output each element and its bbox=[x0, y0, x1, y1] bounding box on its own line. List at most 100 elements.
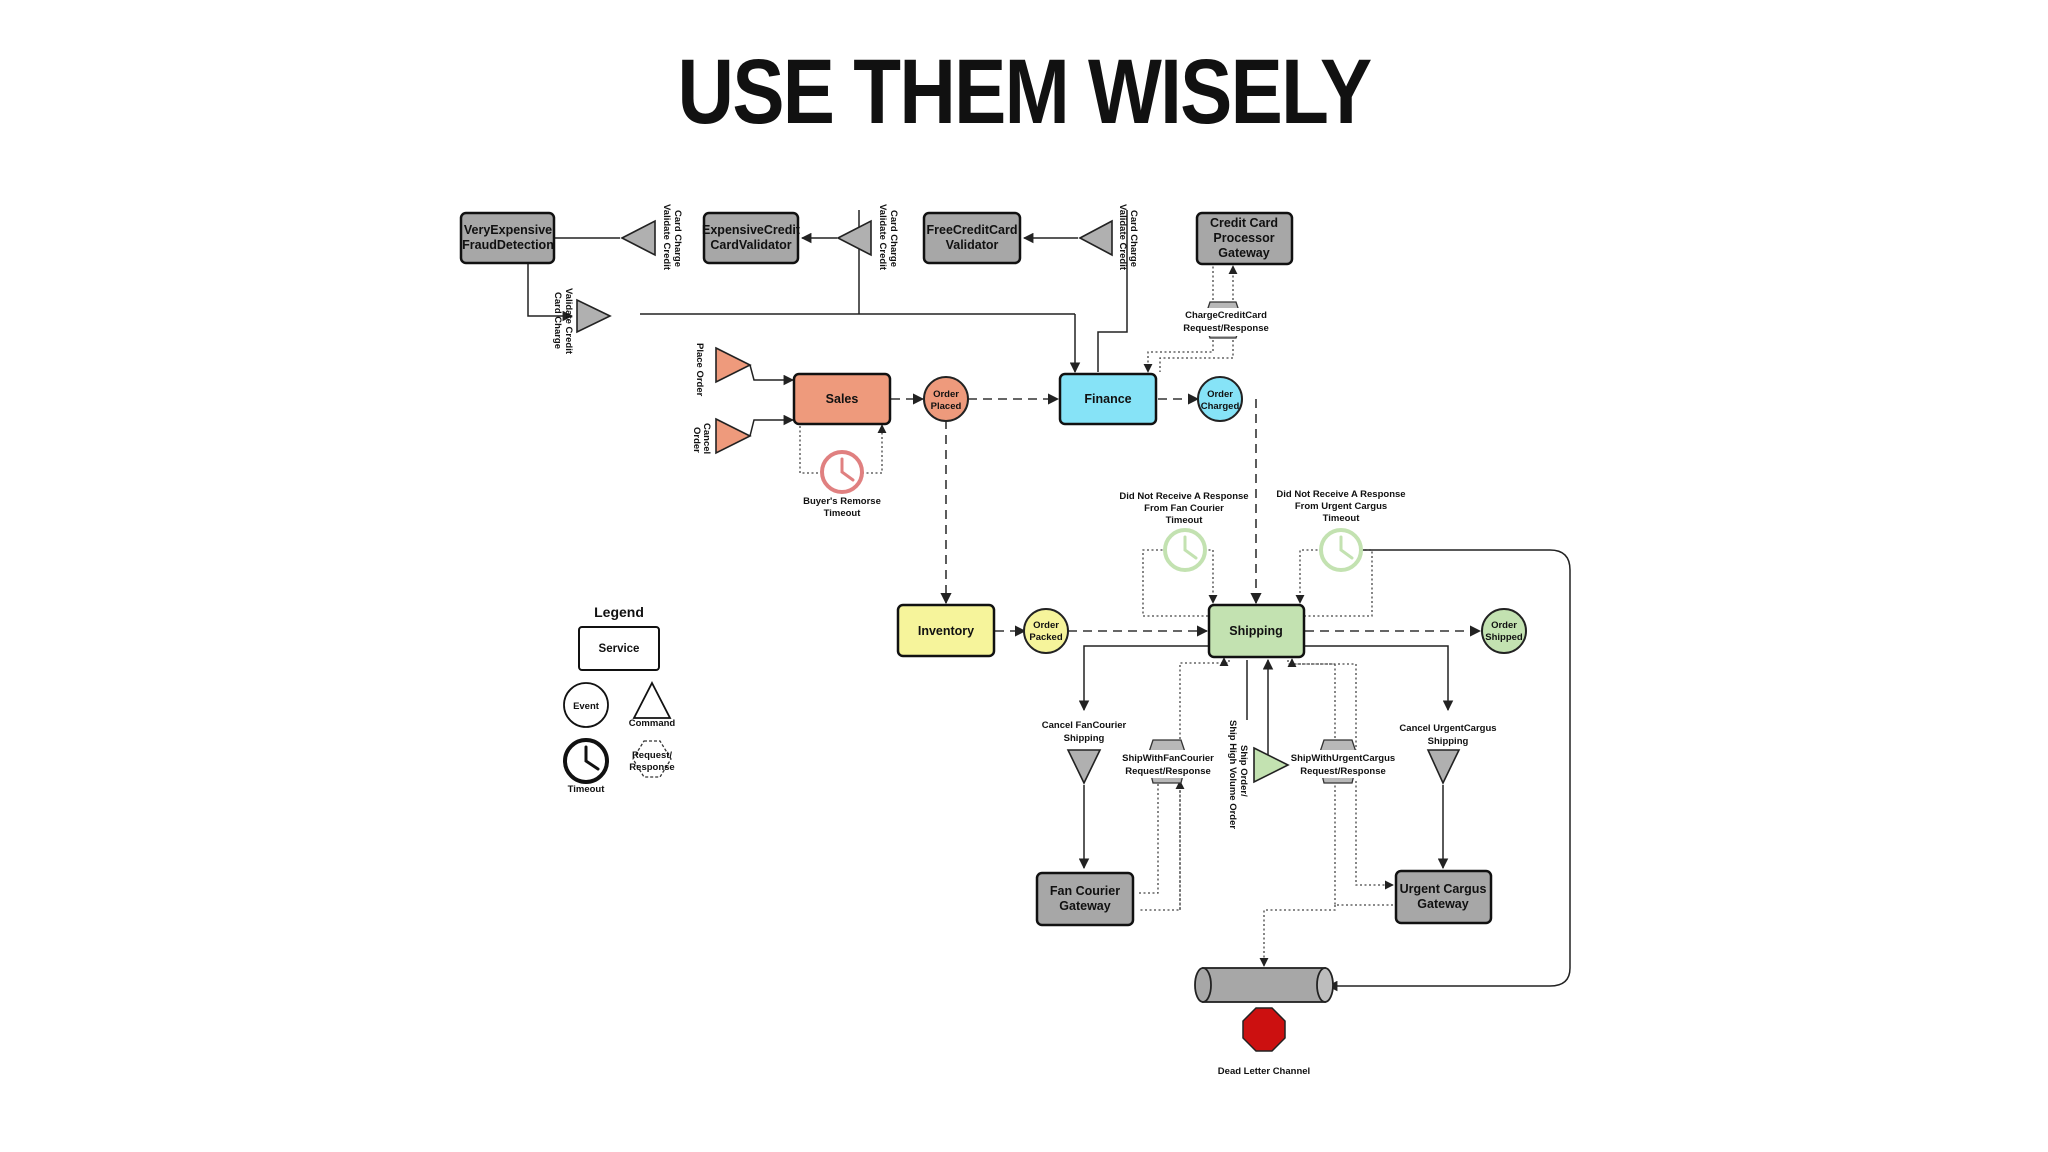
service-finance: Finance bbox=[1058, 372, 1158, 426]
svg-text:Legend: Legend bbox=[594, 604, 644, 620]
request-response-ship-fan-courier: ShipWithFanCourier Request/Response bbox=[1122, 739, 1214, 784]
svg-text:Shipping: Shipping bbox=[1064, 733, 1105, 744]
svg-text:Gateway: Gateway bbox=[1059, 899, 1110, 913]
svg-text:ShipWithFanCourier: ShipWithFanCourier bbox=[1122, 753, 1214, 764]
command-cancel-urgent-cargus-shipping: Cancel UrgentCargus Shipping bbox=[1399, 723, 1497, 785]
svg-text:Processor: Processor bbox=[1213, 231, 1274, 245]
svg-text:ExpensiveCredit: ExpensiveCredit bbox=[702, 223, 801, 237]
svg-text:Response: Response bbox=[629, 762, 674, 773]
svg-text:Request/Response: Request/Response bbox=[1300, 766, 1386, 777]
command-cancel-fan-courier-shipping: Cancel FanCourier Shipping bbox=[1042, 720, 1127, 785]
service-credit-card-processor-gateway: Credit Card Processor Gateway bbox=[1195, 211, 1294, 266]
pipe-icon bbox=[1194, 967, 1334, 1003]
svg-text:Timeout: Timeout bbox=[568, 784, 606, 795]
svg-text:Cancel: Cancel bbox=[701, 423, 712, 454]
svg-text:FreeCreditCard: FreeCreditCard bbox=[927, 223, 1018, 237]
svg-text:Buyer's Remorse: Buyer's Remorse bbox=[803, 496, 881, 507]
svg-text:Event: Event bbox=[573, 701, 600, 712]
svg-text:Order: Order bbox=[1491, 620, 1517, 631]
svg-text:Order: Order bbox=[1207, 389, 1233, 400]
svg-text:Validate Credit: Validate Credit bbox=[661, 204, 672, 271]
svg-text:Fan Courier: Fan Courier bbox=[1050, 884, 1120, 898]
request-response-charge-credit-card: ChargeCreditCard Request/Response bbox=[1183, 301, 1269, 339]
svg-text:Timeout: Timeout bbox=[1166, 515, 1204, 526]
svg-text:Timeout: Timeout bbox=[824, 508, 862, 519]
svg-text:Request/Response: Request/Response bbox=[1125, 766, 1211, 777]
svg-text:CardValidator: CardValidator bbox=[710, 238, 791, 252]
svg-text:Order: Order bbox=[933, 389, 959, 400]
svg-text:Gateway: Gateway bbox=[1417, 897, 1468, 911]
event-order-charged: Order Charged bbox=[1197, 376, 1243, 422]
svg-text:Validate Credit: Validate Credit bbox=[877, 204, 888, 271]
svg-text:Place Order: Place Order bbox=[694, 343, 705, 397]
svg-text:Did Not Receive A Response: Did Not Receive A Response bbox=[1276, 489, 1405, 500]
command-ship-order: Ship Order/ Ship High Volume Order bbox=[1227, 720, 1290, 829]
stop-sign-icon bbox=[1242, 1007, 1286, 1052]
timeout-buyers-remorse: Buyer's Remorse Timeout bbox=[803, 450, 881, 519]
slide-title: USE THEM WISELY bbox=[677, 41, 1373, 143]
svg-text:Finance: Finance bbox=[1084, 392, 1131, 406]
timeout-fan-courier: Did Not Receive A Response From Fan Cour… bbox=[1119, 491, 1249, 572]
svg-text:Charged: Charged bbox=[1201, 401, 1240, 412]
svg-text:Packed: Packed bbox=[1029, 632, 1062, 643]
service-free-credit-card-validator: FreeCreditCard Validator bbox=[922, 211, 1022, 265]
legend-command: Command bbox=[629, 681, 676, 729]
svg-text:FraudDetection: FraudDetection bbox=[462, 238, 554, 252]
legend-timeout: Timeout bbox=[563, 738, 609, 795]
svg-text:Credit Card: Credit Card bbox=[1210, 216, 1278, 230]
svg-text:Card Charge: Card Charge bbox=[1128, 210, 1139, 267]
legend-request-response: Request/ Response bbox=[629, 740, 675, 778]
svg-text:Request/: Request/ bbox=[632, 750, 672, 761]
svg-text:ShipWithUrgentCargus: ShipWithUrgentCargus bbox=[1291, 753, 1395, 764]
service-shipping: Shipping bbox=[1207, 603, 1306, 659]
event-order-placed: Order Placed bbox=[923, 376, 969, 422]
svg-text:Urgent Cargus: Urgent Cargus bbox=[1400, 882, 1487, 896]
svg-text:Shipping: Shipping bbox=[1229, 624, 1282, 638]
svg-text:From Fan Courier: From Fan Courier bbox=[1144, 503, 1224, 514]
svg-text:Dead Letter Channel: Dead Letter Channel bbox=[1218, 1066, 1310, 1077]
svg-text:Placed: Placed bbox=[931, 401, 962, 412]
legend-service: Service bbox=[578, 626, 660, 671]
svg-text:Card Charge: Card Charge bbox=[552, 292, 563, 349]
service-fan-courier-gateway: Fan Courier Gateway bbox=[1035, 871, 1135, 927]
svg-text:VeryExpensive: VeryExpensive bbox=[464, 223, 552, 237]
svg-text:Request/Response: Request/Response bbox=[1183, 323, 1269, 334]
svg-text:Order: Order bbox=[691, 427, 702, 453]
service-very-expensive-fraud-detection: VeryExpensive FraudDetection bbox=[459, 211, 556, 265]
service-sales: Sales bbox=[792, 372, 892, 426]
legend: Legend Service Event Command Timeout Req… bbox=[563, 604, 676, 795]
svg-text:Shipped: Shipped bbox=[1485, 632, 1523, 643]
svg-text:Cancel UrgentCargus: Cancel UrgentCargus bbox=[1399, 723, 1496, 734]
command-place-order: Place Order bbox=[694, 343, 752, 397]
clock-icon bbox=[1319, 528, 1363, 572]
svg-text:From Urgent Cargus: From Urgent Cargus bbox=[1295, 501, 1387, 512]
clock-icon bbox=[563, 738, 609, 784]
svg-text:Ship High Volume Order: Ship High Volume Order bbox=[1227, 720, 1238, 829]
clock-icon bbox=[1163, 528, 1207, 572]
command-validate-credit-card-charge-1: Validate Credit Card Charge bbox=[620, 204, 683, 271]
legend-event: Event bbox=[563, 682, 609, 728]
svg-text:Did Not Receive A Response: Did Not Receive A Response bbox=[1119, 491, 1248, 502]
svg-text:Card Charge: Card Charge bbox=[672, 210, 683, 267]
svg-text:Sales: Sales bbox=[826, 392, 859, 406]
command-validate-credit-card-charge-2: Validate Credit Card Charge bbox=[836, 204, 899, 271]
svg-text:Command: Command bbox=[629, 718, 676, 729]
service-urgent-cargus-gateway: Urgent Cargus Gateway bbox=[1394, 869, 1493, 925]
svg-text:Ship Order/: Ship Order/ bbox=[1238, 745, 1249, 797]
dead-letter-channel: Dead Letter Channel bbox=[1194, 967, 1334, 1077]
event-order-packed: Order Packed bbox=[1023, 608, 1069, 654]
svg-text:ChargeCreditCard: ChargeCreditCard bbox=[1185, 310, 1267, 321]
service-expensive-credit-card-validator: ExpensiveCredit CardValidator bbox=[702, 211, 801, 265]
svg-text:Validator: Validator bbox=[946, 238, 999, 252]
svg-text:Timeout: Timeout bbox=[1323, 513, 1361, 524]
svg-text:Gateway: Gateway bbox=[1218, 246, 1269, 260]
svg-text:Service: Service bbox=[599, 643, 640, 655]
request-response-ship-urgent-cargus: ShipWithUrgentCargus Request/Response bbox=[1291, 739, 1395, 784]
timeout-urgent-cargus: Did Not Receive A Response From Urgent C… bbox=[1276, 489, 1406, 572]
svg-text:Shipping: Shipping bbox=[1428, 736, 1469, 747]
command-validate-credit-card-charge-4: Validate Credit Card Charge bbox=[552, 288, 612, 355]
clock-icon bbox=[820, 450, 864, 494]
command-validate-credit-card-charge-3: Validate Credit Card Charge bbox=[1078, 204, 1139, 271]
svg-text:Order: Order bbox=[1033, 620, 1059, 631]
